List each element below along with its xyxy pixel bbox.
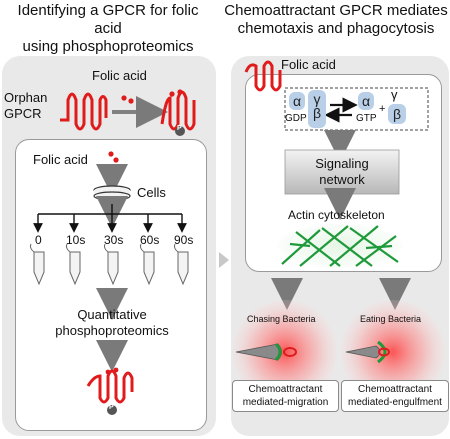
receptor-icon bbox=[244, 60, 282, 92]
actin-label: Actin cytoskeleton bbox=[288, 208, 385, 222]
migration-caption-box: Chemoattractant mediated-migration bbox=[232, 380, 339, 412]
beta-label: β bbox=[312, 105, 322, 121]
tube-icon bbox=[33, 251, 189, 286]
method-line2: phosphoproteomics bbox=[55, 323, 169, 338]
migration-line2: mediated-migration bbox=[242, 397, 329, 408]
left-title: Identifying a GPCR for folic acid using … bbox=[2, 2, 214, 56]
phospho-label: P bbox=[109, 404, 114, 411]
phospho-icon bbox=[175, 126, 185, 136]
orphan-gpcr-icon bbox=[60, 92, 108, 131]
engulfment-line2: mediated-engulfment bbox=[348, 397, 442, 408]
timepoint-10s: 10s bbox=[66, 233, 86, 247]
right-title-line2: chemotaxis and phagocytosis bbox=[237, 20, 435, 37]
chasing-title: Chasing Bacteria bbox=[247, 314, 316, 324]
signaling-label: Signaling network bbox=[285, 156, 399, 188]
bacterium-icon bbox=[283, 347, 297, 357]
gtp-label: GTP bbox=[356, 113, 377, 124]
migration-line1: Chemoattractant bbox=[248, 384, 323, 395]
orphan-gpcr-label: Orphan GPCR bbox=[4, 90, 47, 122]
method-line1: Quantitative bbox=[77, 307, 147, 322]
left-title-line1: Identifying a GPCR for folic acid bbox=[17, 2, 199, 37]
folic-acid-label-inner: Folic acid bbox=[33, 152, 88, 167]
right-title-line1: Chemoattractant GPCR mediates bbox=[224, 2, 448, 19]
signaling-line1: Signaling bbox=[315, 156, 369, 171]
gamma-label: γ bbox=[313, 91, 321, 107]
gamma-free-label: γ bbox=[391, 87, 398, 102]
phospho-label: P bbox=[177, 125, 182, 132]
left-title-line2: using phosphoproteomics bbox=[22, 38, 194, 55]
bacterium-icon bbox=[378, 347, 390, 357]
engulfment-line1: Chemoattractant bbox=[358, 384, 432, 395]
orphan-label-line1: Orphan bbox=[4, 90, 48, 105]
right-title: Chemoattractant GPCR mediates chemotaxis… bbox=[222, 2, 450, 38]
cells-label: Cells bbox=[137, 185, 166, 200]
actin-network-icon bbox=[281, 225, 399, 267]
timepoint-90s: 90s bbox=[174, 233, 194, 247]
panel-arrow-icon bbox=[219, 252, 229, 268]
phospho-icon bbox=[107, 405, 117, 415]
gdp-label: GDP bbox=[285, 113, 307, 124]
timepoint-60s: 60s bbox=[140, 233, 160, 247]
folic-acid-dot bbox=[128, 98, 134, 104]
plus-label: + bbox=[379, 103, 386, 115]
signaling-network-box bbox=[284, 149, 400, 195]
method-label: Quantitative phosphoproteomics bbox=[22, 307, 202, 339]
beta-free-subunit: β bbox=[388, 104, 406, 124]
bound-gpcr-icon bbox=[160, 90, 196, 131]
signaling-line2: network bbox=[319, 172, 365, 187]
timepoint-30s: 30s bbox=[104, 233, 124, 247]
beta-gamma-subunit: γ β bbox=[308, 90, 326, 128]
alpha-subunit-gtp: α bbox=[358, 92, 374, 110]
eating-title: Eating Bacteria bbox=[360, 314, 422, 324]
folic-acid-label-right: Folic acid bbox=[281, 57, 336, 72]
eating-halo bbox=[341, 300, 445, 404]
orphan-label-line2: GPCR bbox=[4, 106, 42, 121]
identified-gpcr-icon bbox=[86, 369, 134, 404]
timepoint-0: 0 bbox=[35, 233, 42, 247]
engulfment-caption-box: Chemoattractant mediated-engulfment bbox=[341, 380, 449, 412]
folic-acid-dot bbox=[121, 95, 127, 101]
folic-acid-label-top: Folic acid bbox=[92, 68, 147, 83]
alpha-subunit-gdp: α bbox=[289, 92, 305, 110]
